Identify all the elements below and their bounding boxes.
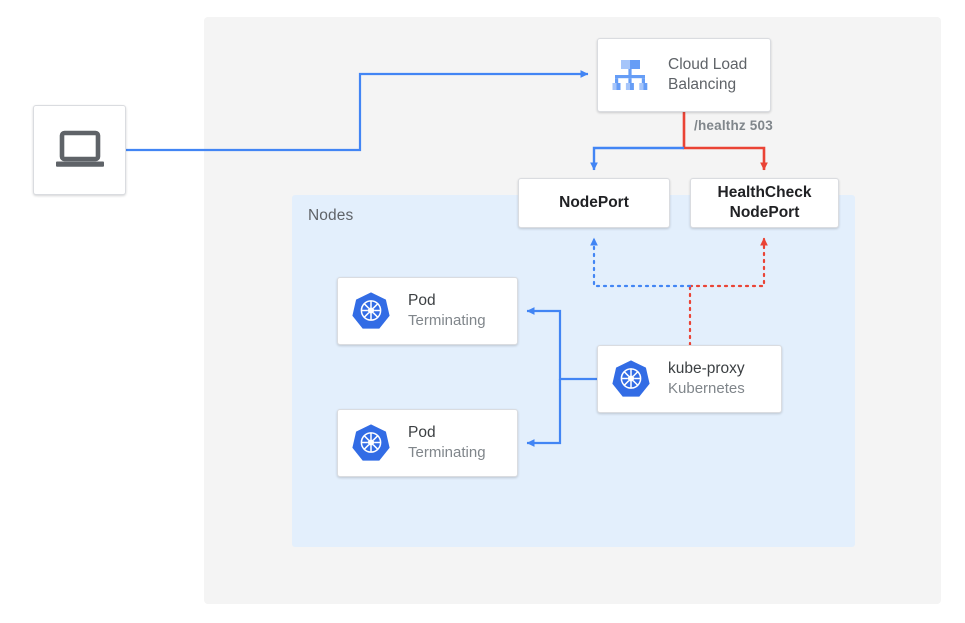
nodeport-node[interactable]: NodePort bbox=[518, 178, 670, 228]
healthcheck-nodeport-node[interactable]: HealthCheck NodePort bbox=[690, 178, 839, 228]
pod-node-2-status: Terminating bbox=[408, 444, 486, 462]
kubernetes-icon bbox=[350, 422, 392, 464]
cloud-load-balancing-title-line2: Balancing bbox=[668, 76, 737, 93]
kube-proxy-text: kube-proxy Kubernetes bbox=[668, 359, 745, 398]
cloud-load-balancing-node[interactable]: Cloud Load Balancing bbox=[597, 38, 771, 112]
client-laptop-node[interactable] bbox=[33, 105, 126, 195]
kubernetes-icon bbox=[610, 358, 652, 400]
pod-node-1-title: Pod bbox=[408, 292, 436, 310]
pod-node-1-status: Terminating bbox=[408, 312, 486, 330]
kubernetes-icon bbox=[350, 290, 392, 332]
pod-node-2[interactable]: Pod Terminating bbox=[337, 409, 518, 477]
nodeport-label: NodePort bbox=[559, 193, 629, 211]
cloud-load-balancing-text: Cloud Load Balancing bbox=[668, 55, 747, 95]
nodes-region-label: Nodes bbox=[308, 207, 354, 224]
pod-node-2-title: Pod bbox=[408, 424, 436, 442]
kube-proxy-title: kube-proxy bbox=[668, 360, 745, 378]
pod-node-2-text: Pod Terminating bbox=[408, 423, 486, 462]
cloud-load-balancing-icon bbox=[608, 53, 652, 97]
pod-node-1-text: Pod Terminating bbox=[408, 291, 486, 330]
healthcheck-nodeport-label-line1: HealthCheck bbox=[717, 183, 812, 201]
kube-proxy-node[interactable]: kube-proxy Kubernetes bbox=[597, 345, 782, 413]
kube-proxy-subtitle: Kubernetes bbox=[668, 380, 745, 398]
pod-node-1[interactable]: Pod Terminating bbox=[337, 277, 518, 345]
cloud-load-balancing-title-line1: Cloud Load bbox=[668, 56, 748, 74]
healthz-status-label: /healthz 503 bbox=[694, 118, 773, 133]
healthcheck-nodeport-label-line2: NodePort bbox=[729, 204, 800, 221]
laptop-icon bbox=[53, 128, 107, 172]
